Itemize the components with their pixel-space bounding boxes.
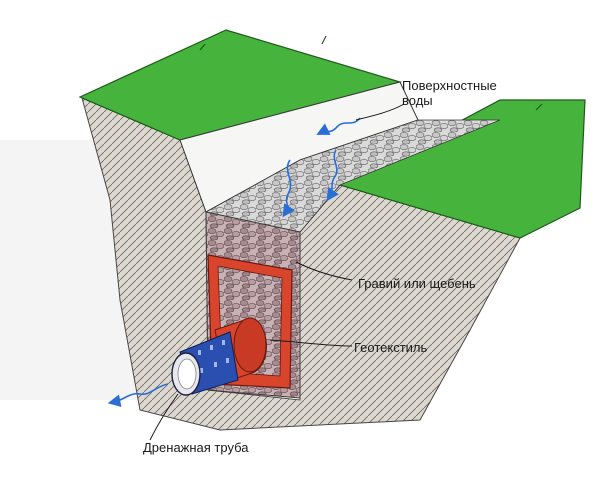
right-grass xyxy=(338,99,586,239)
label-gravel: Гравий или щебень xyxy=(358,276,476,291)
leader-lines xyxy=(149,103,405,441)
label-geotextile: Геотекстиль xyxy=(354,340,428,355)
water-arrows xyxy=(107,117,361,408)
grass-ticks xyxy=(199,35,543,111)
pipe-end-red xyxy=(233,317,267,373)
pipe-perforations xyxy=(198,340,229,373)
label-drain-pipe: Дренажная труба xyxy=(143,440,249,455)
label-surface-water: Поверхностные воды xyxy=(402,78,497,108)
